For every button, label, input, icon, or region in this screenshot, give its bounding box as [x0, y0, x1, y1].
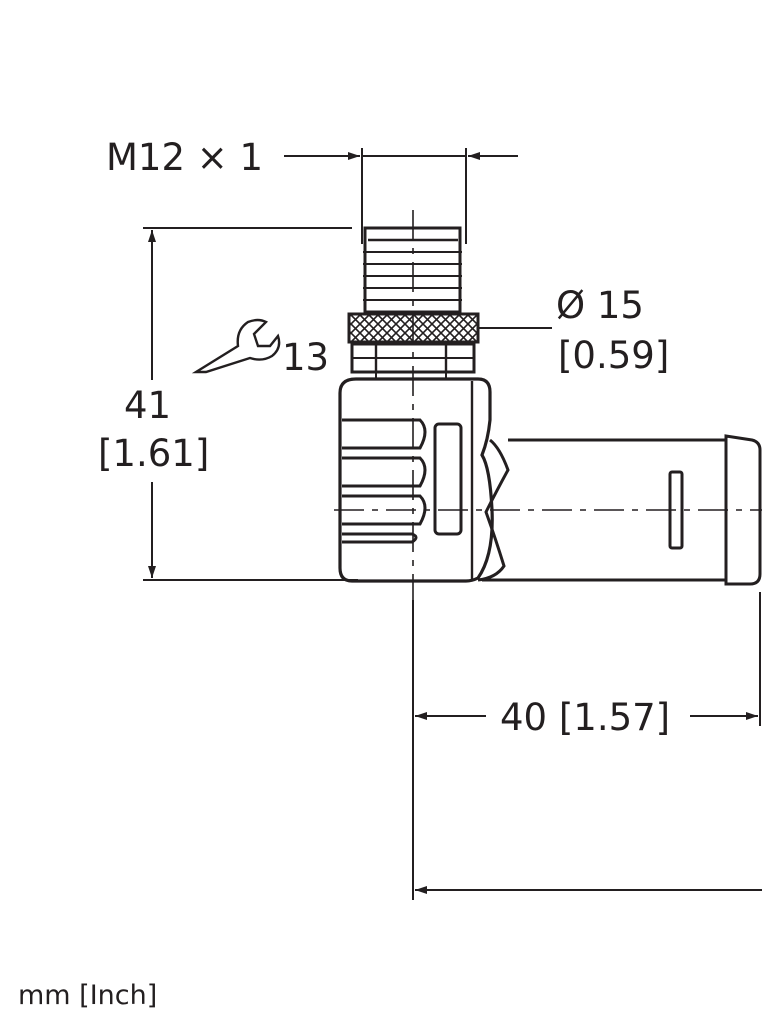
wrench-dimension: 13: [191, 318, 329, 379]
height-inch-label: [1.61]: [98, 432, 209, 475]
diameter-label: Ø 15: [556, 284, 644, 327]
length-label: 40 [1.57]: [500, 696, 670, 739]
wrench-size-label: 13: [282, 336, 329, 379]
height-dimension: 41 [1.61]: [98, 227, 358, 581]
thread-dimension: M12 × 1: [106, 136, 518, 244]
units-note: mm [Inch]: [18, 980, 157, 1011]
height-label: 41: [124, 384, 171, 427]
grip-housing: [338, 377, 494, 583]
length-dimension: 40 [1.57]: [412, 592, 761, 900]
diameter-inch-label: [0.59]: [558, 334, 669, 377]
connector-body: [334, 210, 762, 600]
thread-label: M12 × 1: [106, 136, 263, 179]
wrench-icon: [191, 318, 281, 374]
diameter-dimension: Ø 15 [0.59]: [478, 284, 669, 377]
